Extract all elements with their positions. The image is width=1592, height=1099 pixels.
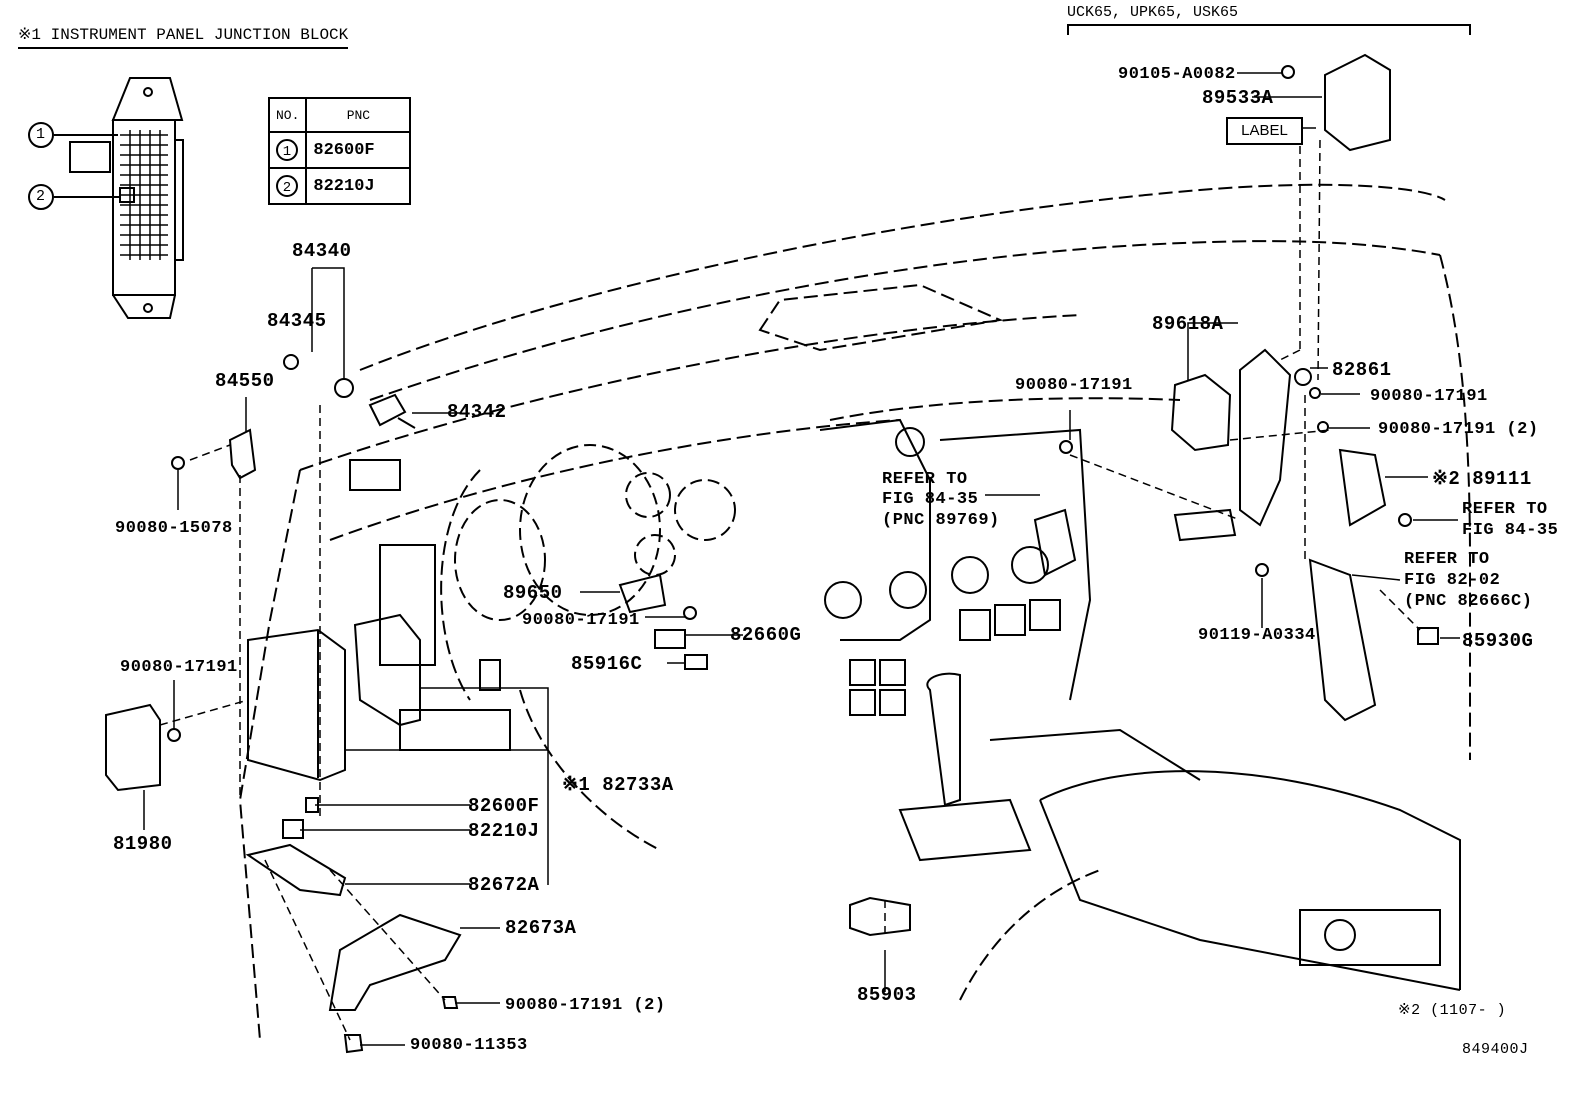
part-89769 [1033, 508, 1077, 577]
part-label-90080-17191-2a: 90080-17191 (2) [505, 996, 666, 1015]
callout-1: 1 [36, 126, 46, 143]
part-label-82672a: 82672A [468, 874, 540, 896]
ref2-line1: REFER TO [1462, 500, 1548, 519]
part-85916c [684, 654, 708, 670]
ecu-left [247, 613, 421, 782]
part-82861 [1294, 368, 1312, 386]
part-82672a [245, 843, 347, 897]
pnc-row-1-pnc: 82600F [305, 131, 412, 169]
ref2-line2: FIG 84-35 [1462, 521, 1559, 540]
bolt-90105-a0082 [1281, 65, 1295, 79]
part-label-82861: 82861 [1332, 359, 1392, 381]
part-82673a [328, 913, 462, 1011]
part-82210j [282, 819, 304, 839]
part-label-89618a: 89618A [1152, 313, 1224, 335]
part-89533a [1324, 53, 1391, 152]
part-label-90080-11353: 90080-11353 [410, 1036, 528, 1055]
part-label-82600f: 82600F [468, 795, 540, 817]
part-label-89533a: 89533A [1202, 87, 1274, 109]
pnc-row-1-no: 1 [267, 131, 308, 169]
callout-2: 2 [36, 188, 46, 205]
center-console [819, 418, 1461, 991]
gauge-cluster [454, 444, 736, 621]
part-label-90080-17191-a: 90080-17191 [522, 611, 640, 630]
callout-1-ring [28, 122, 54, 148]
model-codes: UCK65, UPK65, USK65 [1067, 4, 1239, 21]
nut-90080-17191-left [167, 728, 181, 742]
bolt-90080-15078 [171, 456, 185, 470]
junction-block-inset [69, 77, 184, 319]
part-label-90119-a0334: 90119-A0334 [1198, 626, 1316, 645]
instrument-panel-outline [238, 183, 1471, 1041]
part-label-90080-17191-b: 90080-17191 [120, 658, 238, 677]
bolt-90080-11353 [343, 1034, 364, 1054]
ref1-line3: (PNC 89769) [882, 511, 1000, 530]
part-label-89650: 89650 [503, 582, 563, 604]
part-label-90080-17191-c: 90080-17191 [1015, 376, 1133, 395]
model-bracket [1067, 24, 1471, 35]
hvac-dials [824, 427, 1061, 716]
part-label-84340: 84340 [292, 240, 352, 262]
part-89111 [1338, 448, 1387, 527]
part-label-90080-15078: 90080-15078 [115, 519, 233, 538]
pnc-table-no-header: NO. [267, 97, 308, 133]
footnote-2: ※2 (1107- ) [1398, 1002, 1507, 1019]
bracket-82666c [1308, 558, 1377, 722]
pnc-row-2-pnc: 82210J [305, 167, 412, 205]
part-label-90080-17191-2b: 90080-17191 (2) [1378, 420, 1539, 439]
part-label-82660g: 82660G [730, 624, 802, 646]
part-label-81980: 81980 [113, 833, 173, 855]
part-label-84342: 84342 [447, 401, 507, 423]
part-label-90080-17191-d: 90080-17191 [1370, 387, 1488, 406]
nut-90080-17191-r1 [1309, 387, 1321, 399]
callout-2-ring [28, 184, 54, 210]
part-label-82210j: 82210J [468, 820, 540, 842]
part-85930g [1417, 627, 1439, 645]
nut-90080-17191-2a [441, 996, 459, 1009]
part-label-85916c: 85916C [571, 653, 643, 675]
nut-90080-17191-center [683, 606, 697, 620]
label-box: LABEL [1226, 117, 1303, 145]
pnc-row-2-no: 2 [267, 167, 308, 205]
nut-90080-17191-r2 [1317, 421, 1329, 433]
part-label-85930g: 85930G [1462, 630, 1534, 652]
pnc-table: NO. PNC 1 82600F 2 82210J [267, 97, 412, 205]
ref1-line2: FIG 84-35 [882, 490, 979, 509]
ref3-line3: (PNC 82666C) [1404, 592, 1533, 611]
pnc-table-pnc-header: PNC [305, 97, 412, 133]
part-label-82733a: ※1 82733A [562, 774, 674, 796]
part-85903 [849, 896, 911, 937]
bolt-fig-84-35 [1398, 513, 1412, 527]
leader-lines [143, 72, 1460, 1046]
ref1-line1: REFER TO [882, 470, 968, 489]
bracket-82861 [1239, 348, 1292, 527]
junction-block-title: ※1 INSTRUMENT PANEL JUNCTION BLOCK [18, 24, 349, 49]
part-label-84550: 84550 [215, 370, 275, 392]
part-label-82673a: 82673A [505, 917, 577, 939]
part-label-89111: ※2 89111 [1432, 468, 1532, 490]
part-84550 [228, 428, 257, 480]
ref3-line1: REFER TO [1404, 550, 1490, 569]
ref3-line2: FIG 82-02 [1404, 571, 1501, 590]
part-89618a [1170, 373, 1232, 452]
bolt-90119-a0334 [1255, 563, 1269, 577]
part-82660g [654, 629, 686, 649]
figure-id: 849400J [1462, 1041, 1529, 1058]
dashed-leaders [159, 120, 1421, 1041]
part-89650 [618, 573, 667, 614]
part-1180-bracket [1173, 508, 1237, 542]
part-label-84345: 84345 [267, 310, 327, 332]
left-panels [349, 459, 511, 751]
part-label-90105-a0082: 90105-A0082 [1118, 65, 1236, 84]
nut-90080-17191-r3 [1059, 440, 1073, 454]
part-81980 [105, 703, 161, 792]
part-label-85903: 85903 [857, 984, 917, 1006]
part-84342 [283, 354, 416, 429]
